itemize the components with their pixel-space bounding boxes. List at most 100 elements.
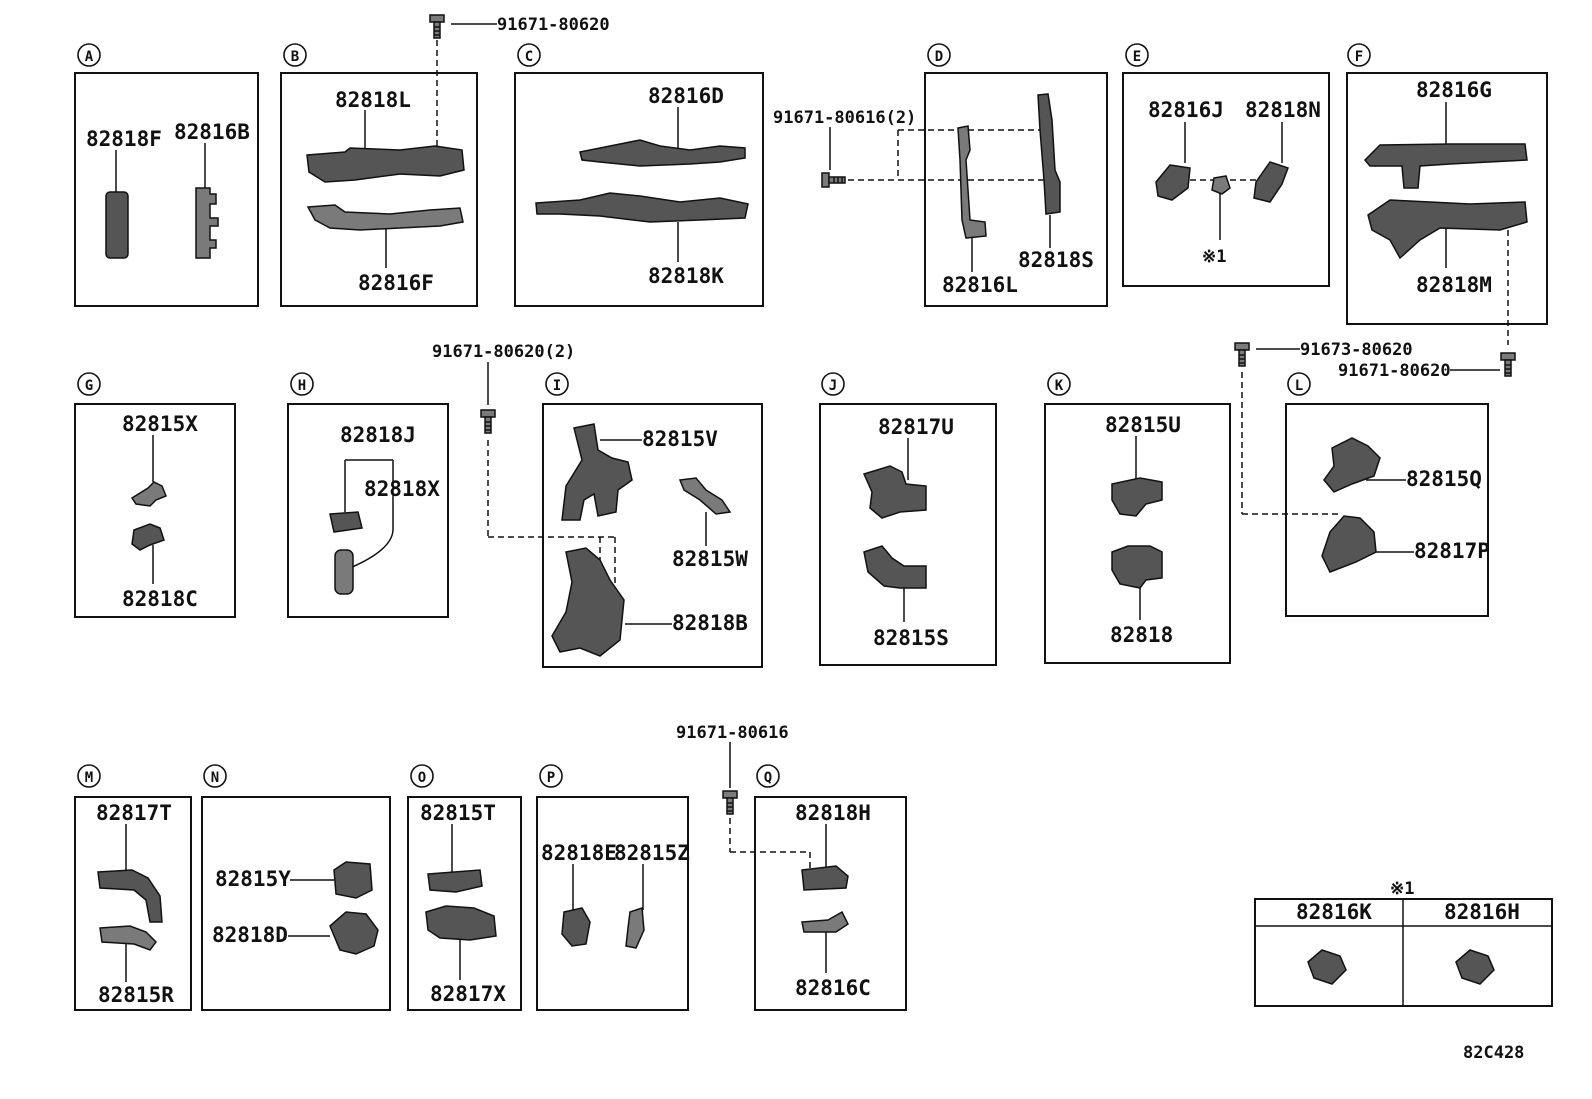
group-f-frame bbox=[1346, 72, 1548, 325]
part-82815R-drawing bbox=[99, 925, 157, 951]
part-82816B-label: 82816B bbox=[174, 120, 250, 144]
group-b-letter: B bbox=[291, 49, 299, 65]
fastener-91671-80620-top: 91671-80620 bbox=[497, 15, 610, 35]
group-j-letter: J bbox=[829, 378, 837, 394]
group-d-frame bbox=[924, 72, 1108, 307]
group-a: A 82818F 82816B bbox=[74, 43, 259, 307]
part-82818K-drawing bbox=[535, 192, 749, 223]
group-a-frame bbox=[74, 72, 259, 307]
group-h-frame bbox=[287, 403, 449, 618]
part-82818S-drawing bbox=[1037, 93, 1061, 215]
part-82815S-drawing bbox=[863, 545, 927, 589]
group-e-frame bbox=[1122, 72, 1330, 287]
part-82817T-drawing bbox=[97, 869, 163, 923]
part-82818L-drawing bbox=[306, 145, 465, 183]
group-d: D 82816L 82818S bbox=[924, 43, 1108, 307]
group-l-letter: L bbox=[1295, 378, 1303, 394]
part-82818E-label: 82818E bbox=[541, 841, 617, 865]
part-82818X-drawing bbox=[334, 549, 354, 595]
group-a-marker bbox=[77, 43, 101, 67]
group-p-frame bbox=[536, 796, 689, 1011]
part-82816J-label: 82816J bbox=[1148, 98, 1224, 122]
group-h: H 82818J 82818X bbox=[287, 372, 449, 618]
fastener-91673-80620: 91673-80620 bbox=[1300, 340, 1413, 360]
part-82816C-drawing bbox=[801, 910, 849, 933]
part-82818F-drawing bbox=[105, 191, 129, 259]
part-82815Z-drawing bbox=[625, 906, 645, 949]
part-82818J-label: 82818J bbox=[340, 423, 416, 447]
part-82815V-drawing bbox=[561, 423, 633, 521]
group-h-letter: H bbox=[298, 378, 306, 394]
part-82817P-drawing bbox=[1321, 515, 1377, 573]
group-e-letter: E bbox=[1133, 49, 1141, 65]
part-82816J-drawing bbox=[1155, 164, 1191, 201]
part-82818M-label: 82818M bbox=[1416, 273, 1492, 297]
group-p-letter: P bbox=[547, 770, 555, 786]
part-82815T-label: 82815T bbox=[420, 801, 496, 825]
part-82818N-label: 82818N bbox=[1245, 98, 1321, 122]
part-82815S-label: 82815S bbox=[873, 626, 949, 650]
footnote-table: ※1 82816K 82816H bbox=[1254, 879, 1553, 1007]
group-c: C 82816D 82818K bbox=[514, 43, 764, 307]
group-p: P 82818E 82815Z bbox=[536, 764, 690, 1011]
fastener-91671-80620-right: 91671-80620 bbox=[1338, 361, 1451, 381]
part-82818J-drawing bbox=[329, 511, 363, 533]
group-q: Q 82818H 82816C bbox=[754, 764, 907, 1011]
group-b: B 82818L 82816F bbox=[280, 43, 478, 307]
group-f: F 82816G 82818M bbox=[1346, 43, 1548, 345]
part-82816B-drawing bbox=[195, 187, 219, 259]
group-g-letter: G bbox=[85, 378, 93, 394]
part-82815W-drawing bbox=[678, 477, 732, 515]
part-82816F-label: 82816F bbox=[358, 271, 434, 295]
footnote-mark: ※1 bbox=[1390, 879, 1414, 899]
part-82817U-drawing bbox=[862, 465, 927, 519]
part-82818F-label: 82818F bbox=[86, 127, 162, 151]
part-82815W-label: 82815W bbox=[672, 547, 748, 571]
part-82815T-drawing bbox=[427, 869, 483, 893]
part-82818H-label: 82818H bbox=[795, 801, 871, 825]
part-82815X-label: 82815X bbox=[122, 412, 198, 436]
part-82815X-drawing bbox=[130, 481, 167, 507]
part-82816D-label: 82816D bbox=[648, 84, 724, 108]
group-q-frame bbox=[754, 796, 907, 1011]
part-82816D-drawing bbox=[579, 139, 746, 167]
part-82818B-drawing bbox=[551, 547, 625, 657]
part-82817X-drawing bbox=[425, 905, 497, 941]
part-82815Z-label: 82815Z bbox=[614, 841, 690, 865]
part-82818L-label: 82818L bbox=[335, 88, 411, 112]
part-82818C-drawing bbox=[131, 523, 165, 551]
part-82815U-drawing bbox=[1111, 477, 1163, 517]
group-n-frame bbox=[201, 796, 391, 1011]
group-j: J 82817U 82815S bbox=[819, 372, 997, 666]
part-82815R-label: 82815R bbox=[98, 983, 174, 1007]
fastener-91671-80616-2: 91671-80616(2) bbox=[773, 108, 916, 128]
footnote-part-82816H-drawing bbox=[1455, 949, 1495, 985]
part-82818N-drawing bbox=[1253, 161, 1289, 203]
group-c-letter: C bbox=[525, 49, 533, 65]
part-82816G-drawing bbox=[1363, 143, 1528, 189]
group-g-frame bbox=[74, 403, 236, 618]
part-82818H-drawing bbox=[801, 865, 849, 891]
group-k: K 82815U 82818 bbox=[1044, 372, 1231, 664]
group-e-note: ※1 bbox=[1202, 247, 1226, 267]
group-k-letter: K bbox=[1055, 378, 1064, 394]
part-82815Y-label: 82815Y bbox=[215, 867, 291, 891]
part-82816C-label: 82816C bbox=[795, 976, 871, 1000]
group-o: O 82815T 82817X bbox=[407, 764, 522, 1011]
group-b-frame bbox=[280, 72, 478, 307]
diagram-code: 82C428 bbox=[1463, 1043, 1524, 1063]
part-82818C-label: 82818C bbox=[122, 587, 198, 611]
part-82818S-label: 82818S bbox=[1018, 248, 1094, 272]
part-82815Q-label: 82815Q bbox=[1406, 467, 1482, 491]
part-82816G-label: 82816G bbox=[1416, 78, 1492, 102]
part-82816L-drawing bbox=[957, 125, 987, 239]
group-m-letter: M bbox=[85, 770, 93, 786]
part-82816L-label: 82816L bbox=[942, 273, 1018, 297]
part-82818E-drawing bbox=[561, 907, 591, 947]
fastener-91671-80616: 91671-80616 bbox=[676, 723, 789, 743]
group-i-letter: I bbox=[553, 378, 561, 394]
part-82818D-drawing bbox=[329, 911, 379, 955]
group-d-letter: D bbox=[935, 49, 943, 65]
part-82818M-drawing bbox=[1367, 199, 1528, 260]
group-l: L 82815Q 82817P bbox=[1285, 372, 1490, 617]
